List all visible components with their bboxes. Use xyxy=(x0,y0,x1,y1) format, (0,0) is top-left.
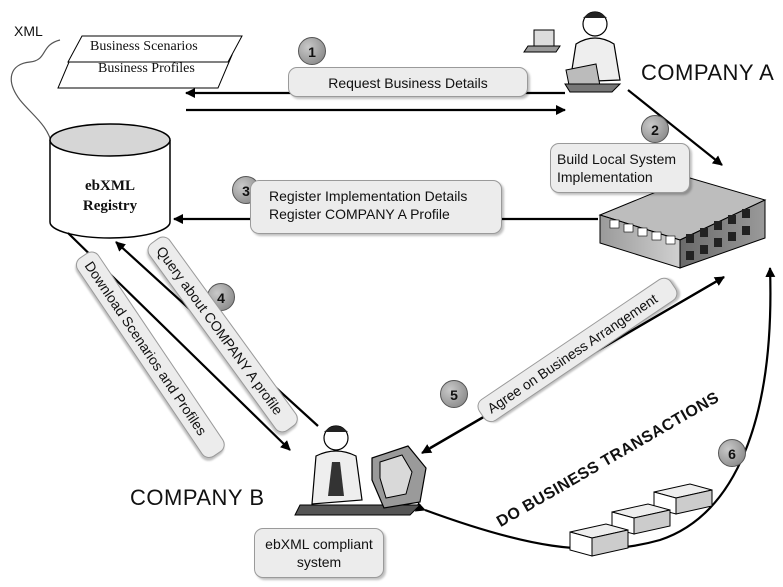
step-2-circle: 2 xyxy=(641,115,669,143)
person-at-computer-icon xyxy=(294,425,427,516)
arrow-transactions xyxy=(414,267,776,551)
step-5-circle: 5 xyxy=(440,380,468,408)
documents-icon xyxy=(57,35,243,89)
registry-cylinder-icon xyxy=(49,123,171,239)
office-building-icon xyxy=(598,177,767,269)
xml-bracket-line xyxy=(10,39,61,146)
step-2-text-line2: Implementation xyxy=(557,169,653,185)
registry-title: ebXML Registry xyxy=(60,176,160,216)
compliant-system-line1: ebXML compliant xyxy=(265,536,373,552)
step-2-box: Build Local System Implementation xyxy=(550,143,690,193)
business-scenarios-label: Business Scenarios xyxy=(90,39,198,54)
business-profiles-label: Business Profiles xyxy=(98,61,195,76)
step-3-text-line1: Register Implementation Details xyxy=(269,188,468,204)
step-3-text-line2: Register COMPANY A Profile xyxy=(269,206,450,222)
step-2-text-line1: Build Local System xyxy=(557,151,677,167)
step-3-box: Register Implementation Details Register… xyxy=(250,180,502,234)
person-at-laptop-icon xyxy=(523,11,622,93)
compliant-system-line2: system xyxy=(296,554,342,570)
registry-title-line2: Registry xyxy=(82,198,138,214)
step-6-circle: 6 xyxy=(718,439,746,467)
arrow-build-local xyxy=(627,89,723,166)
compliant-system-box: ebXML compliant system xyxy=(254,528,384,578)
company-a-label: COMPANY A xyxy=(641,60,775,85)
transaction-boxes-icon xyxy=(569,483,713,557)
company-b-label: COMPANY B xyxy=(130,485,265,510)
step-1-text: Request Business Details xyxy=(328,75,488,91)
step-1-box: Request Business Details xyxy=(288,67,528,97)
xml-label: XML xyxy=(14,23,43,39)
registry-title-line1: ebXML xyxy=(85,178,135,194)
step-1-circle: 1 xyxy=(298,37,326,65)
